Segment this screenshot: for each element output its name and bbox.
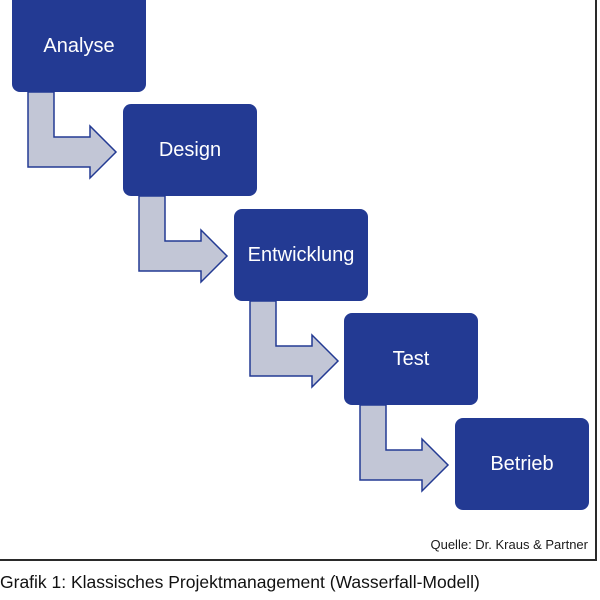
stage-test: Test [344, 313, 478, 405]
stage-analyse: Analyse [12, 0, 146, 92]
arrow-entwicklung-to-test [249, 300, 340, 389]
figure-caption: Grafik 1: Klassisches Projektmanagement … [0, 572, 480, 592]
stage-label-entwicklung: Entwicklung [247, 243, 355, 266]
stage-label-design: Design [158, 138, 222, 161]
arrow-design-to-entwicklung [138, 195, 229, 284]
stage-label-test: Test [392, 347, 430, 370]
figure-frame [0, 0, 597, 561]
arrow-analyse-to-design [27, 91, 118, 180]
stage-label-analyse: Analyse [43, 34, 115, 57]
stage-entwicklung: Entwicklung [234, 209, 368, 301]
stage-betrieb: Betrieb [455, 418, 589, 510]
source-note: Quelle: Dr. Kraus & Partner [430, 537, 588, 552]
arrow-test-to-betrieb [359, 404, 450, 493]
stage-label-betrieb: Betrieb [490, 452, 554, 475]
stage-design: Design [123, 104, 257, 196]
